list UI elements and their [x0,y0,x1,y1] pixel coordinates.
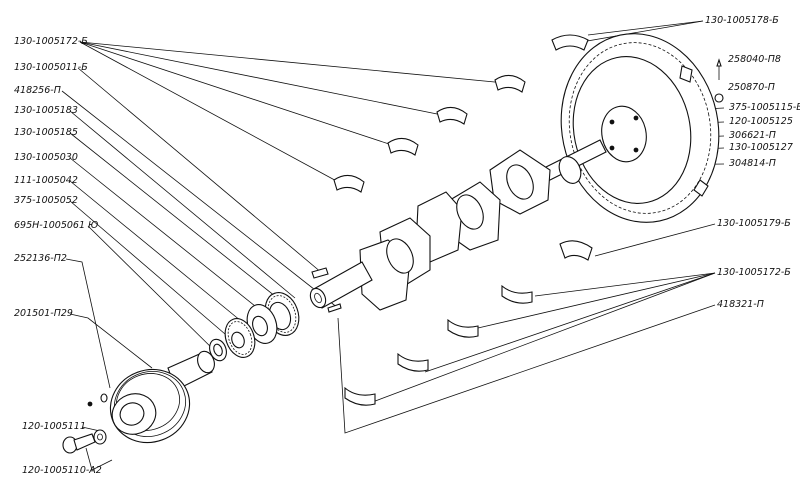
label-130-1005011-b: 130-1005011-Б [14,62,88,73]
label-258040-p8: 258040-П8 [728,54,781,65]
label-130-1005172-b-left: 130-1005172-Б [14,36,88,47]
label-252136-p2: 252136-П2 [14,253,67,264]
thrust-bearing-shell [559,240,593,261]
label-130-1005030: 130-1005030 [14,152,78,163]
right-labels: 130-1005178-Б 258040-П8 250870-П 375-100… [705,15,800,310]
small-washer [87,393,108,407]
label-120-1005110-a2: 120-1005110-А2 [22,465,102,476]
label-130-1005178-b: 130-1005178-Б [705,15,779,26]
flywheel-bolt [714,58,724,103]
label-130-1005179-b: 130-1005179-Б [717,218,791,229]
label-130-1005183: 130-1005183 [14,105,78,116]
label-695n-1005061: 695Н-1005061 Ю [14,220,98,231]
pulley [109,368,191,444]
label-130-1005127: 130-1005127 [729,142,793,153]
label-120-1005125: 120-1005125 [729,116,793,127]
label-120-1005111: 120-1005111 [22,421,86,432]
label-201501-p29: 201501-П29 [14,308,73,319]
lower-bearing-shells [344,284,533,406]
upper-bearing-shells [333,74,526,193]
label-111-1005042: 111-1005042 [14,175,78,186]
label-130-1005172-b-right: 130-1005172-Б [717,267,791,278]
label-375-1005052: 375-1005052 [14,195,78,206]
label-130-1005185: 130-1005185 [14,127,78,138]
crankshaft-gear [224,318,256,358]
ratchet-bolt [62,433,96,454]
label-418256-p: 418256-П [14,85,61,96]
washer [93,429,107,445]
flywheel [551,33,720,223]
woodruff-key [311,267,329,279]
label-375-1005115-b: 375-1005115-Б [729,102,800,113]
label-250870-p: 250870-П [728,82,775,93]
pin [327,303,342,313]
oil-deflector [246,304,278,344]
spacer-ring [209,338,227,362]
left-labels: 130-1005172-Б 130-1005011-Б 418256-П 130… [14,36,102,476]
label-306621-p: 306621-П [729,130,776,141]
label-304814-p: 304814-П [729,158,776,169]
label-418321-p: 418321-П [717,299,764,310]
crankshaft [309,139,607,311]
